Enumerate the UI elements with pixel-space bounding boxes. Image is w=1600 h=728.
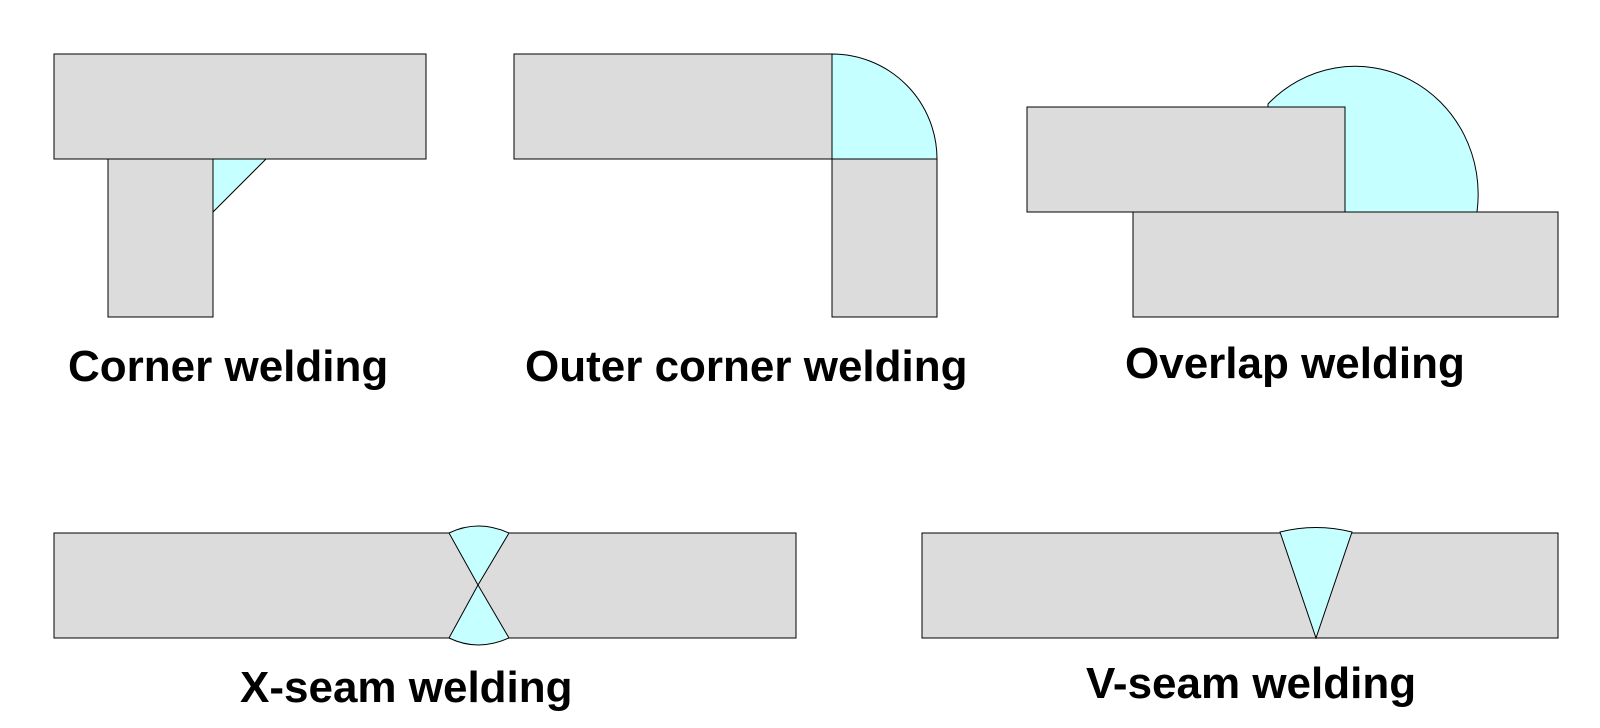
overlap-bottom-plate [1132,211,1559,318]
x-seam-bottom-weld [448,583,510,646]
v-seam-welding-figure: V-seam welding [921,527,1559,708]
v-seam-weld [1279,527,1353,640]
corner-horizontal-plate [53,53,427,160]
v-seam-right-plate [1315,532,1559,639]
outer-corner-vertical-plate [831,158,938,318]
outer-corner-horizontal-plate [513,53,833,160]
outer-corner-welding-caption: Outer corner welding [525,342,968,391]
x-seam-welding-figure: X-seam welding [53,525,797,712]
v-seam-welding-caption: V-seam welding [1086,659,1416,708]
overlap-welding-caption: Overlap welding [1125,339,1465,388]
overlap-welding-figure: Overlap welding [1026,65,1559,388]
x-seam-top-weld [448,525,510,587]
outer-corner-weld [831,53,938,160]
outer-corner-welding-figure: Outer corner welding [513,53,968,391]
corner-welding-caption: Corner welding [68,342,388,391]
overlap-top-plate [1026,106,1346,213]
corner-fillet-weld [212,158,268,214]
corner-vertical-plate [107,158,214,318]
v-seam-left-plate [921,532,1317,639]
x-seam-welding-caption: X-seam welding [240,663,573,712]
corner-welding-figure: Corner welding [53,53,427,391]
x-seam-right-plate [477,532,797,639]
x-seam-left-plate [53,532,479,639]
